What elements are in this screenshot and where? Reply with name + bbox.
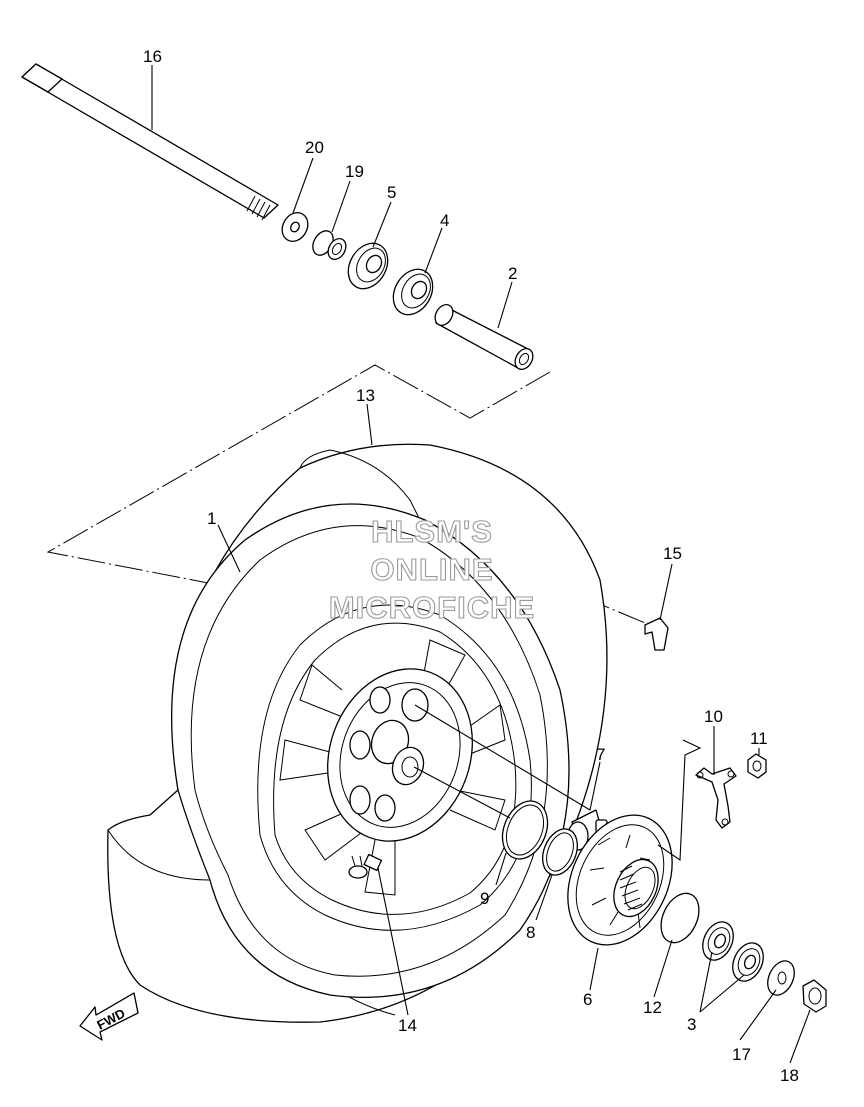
watermark-line-3: MICROFICHE bbox=[329, 590, 535, 625]
fwd-arrow-icon: FWD bbox=[79, 992, 139, 1041]
callout-20: 20 bbox=[305, 138, 324, 157]
watermark-line-2: ONLINE bbox=[370, 552, 493, 587]
axle-part-16 bbox=[21, 63, 279, 221]
nut-part-18 bbox=[802, 979, 827, 1013]
callout-15: 15 bbox=[663, 544, 682, 563]
rim-part-1 bbox=[170, 503, 570, 998]
bearing-part-3-b bbox=[732, 942, 764, 982]
callout-18: 18 bbox=[780, 1066, 799, 1085]
callout-19: 19 bbox=[345, 162, 364, 181]
callout-14: 14 bbox=[398, 1016, 417, 1035]
callout-13: 13 bbox=[356, 386, 375, 405]
leader-lines bbox=[151, 65, 811, 1064]
balance-weight-part-15 bbox=[644, 617, 669, 651]
bearing-part-3-a bbox=[702, 921, 734, 961]
callout-9: 9 bbox=[480, 889, 489, 908]
watermark: HLSM'S ONLINE MICROFICHE bbox=[328, 513, 535, 625]
bearing-part-5 bbox=[347, 242, 389, 290]
wheel-assembly bbox=[107, 443, 608, 1023]
lock-washer-part-10 bbox=[695, 767, 737, 829]
callout-11: 11 bbox=[750, 729, 768, 748]
callout-4: 4 bbox=[440, 211, 449, 230]
assembly-bracket-line bbox=[46, 364, 651, 656]
callout-labels: 1 2 3 4 5 6 7 8 9 10 11 12 13 14 15 16 1… bbox=[143, 47, 799, 1085]
callout-17: 17 bbox=[732, 1045, 751, 1064]
oil-seal-part-12 bbox=[660, 892, 700, 944]
callout-5: 5 bbox=[387, 183, 396, 202]
callout-6: 6 bbox=[583, 990, 592, 1009]
watermark-line-1: HLSM'S bbox=[371, 514, 493, 549]
callout-12: 12 bbox=[643, 998, 662, 1017]
callout-7: 7 bbox=[596, 745, 605, 764]
collar-part-19 bbox=[312, 230, 347, 260]
callout-3: 3 bbox=[687, 1015, 696, 1034]
callout-16: 16 bbox=[143, 47, 162, 66]
bolt-part-11 bbox=[747, 753, 767, 779]
callout-1: 1 bbox=[207, 509, 216, 528]
valve-part-14 bbox=[348, 853, 383, 879]
o-ring-part-8 bbox=[542, 828, 578, 876]
fwd-label: FWD bbox=[94, 1006, 127, 1033]
callout-8: 8 bbox=[526, 923, 535, 942]
callout-2: 2 bbox=[508, 264, 517, 283]
spacer-part-2 bbox=[434, 304, 534, 370]
washer-part-20 bbox=[281, 212, 309, 242]
bearing-part-4 bbox=[392, 268, 434, 316]
hub-cover-part-6 bbox=[567, 814, 673, 946]
washer-part-17 bbox=[767, 960, 795, 996]
callout-10: 10 bbox=[704, 707, 723, 726]
